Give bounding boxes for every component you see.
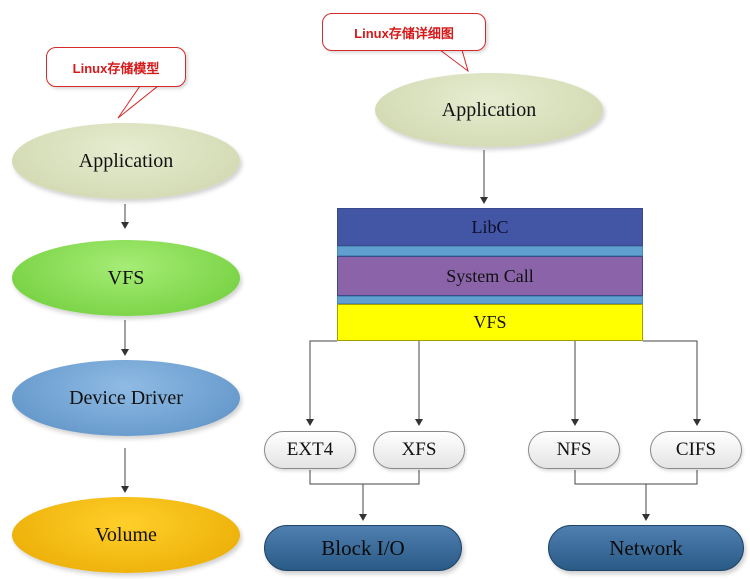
arrow-vfs-to-ext4 [306, 340, 337, 426]
callout-tail-left [117, 85, 160, 119]
target-network: Network [548, 525, 744, 571]
separator-2 [337, 296, 643, 304]
detail-application: Application [375, 73, 603, 147]
join-ext4-xfs [309, 470, 420, 485]
layer-volume: Volume [12, 497, 240, 573]
bar-vfs: VFS [337, 304, 643, 341]
bar-system-call: System Call [337, 256, 643, 296]
fs-nfs: NFS [528, 431, 620, 469]
separator-1 [337, 246, 643, 256]
bar-libc: LibC [337, 208, 643, 246]
layer-vfs: VFS [12, 240, 240, 316]
fs-ext4: EXT4 [264, 431, 356, 469]
layer-device-driver: Device Driver [12, 360, 240, 436]
callout-storage-model: Linux存储模型 [46, 47, 186, 87]
fs-xfs: XFS [373, 431, 465, 469]
target-block-io: Block I/O [264, 525, 462, 571]
callout-storage-detail: Linux存储详细图 [322, 13, 486, 51]
join-nfs-cifs [574, 470, 698, 485]
callout-tail-right [438, 49, 469, 73]
layer-application: Application [12, 123, 240, 199]
arrow-vfs-to-cifs [643, 340, 701, 426]
fs-cifs: CIFS [650, 431, 742, 469]
